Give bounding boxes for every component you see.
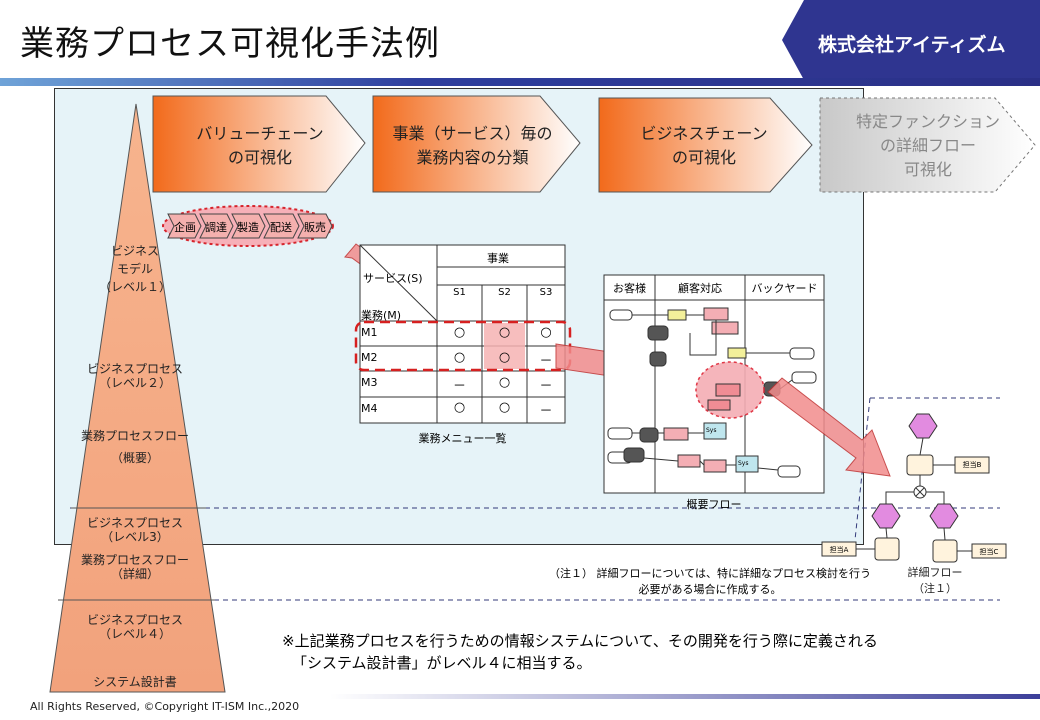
matrix-cell: － [539,379,553,394]
matrix-row-m3: M3 [361,376,378,389]
pyramid-level4-doc: システム設計書 [93,675,177,689]
step-1-label: バリューチェーンの可視化 [196,124,324,167]
matrix-row-m4: M4 [361,402,378,415]
step-3-label: ビジネスチェーンの可視化 [640,124,768,167]
pyramid-level2: ビジネスプロセス（レベル２） [86,362,183,390]
matrix-cell: ○ [453,350,466,365]
step-2-label: 事業（サービス）毎の業務内容の分類 [392,124,553,167]
role-a: 担当A [829,546,849,554]
matrix-cell: ○ [540,325,552,340]
lane-support: 顧客対応 [678,282,722,295]
matrix-col-s3: S3 [539,287,553,298]
matrix-cell: － [539,404,553,419]
company-name: 株式会社アイティズム [818,34,1006,56]
step-chevron-3 [598,97,813,193]
role-c: 担当C [979,548,999,556]
matrix-header-task: 業務(M) [361,309,402,322]
role-b: 担当B [962,461,982,469]
vc-item-4: 配送 [270,221,292,234]
step-4-label: 特定ファンクションの詳細フロー可視化 [855,112,1000,179]
step-chevron-4 [819,97,1036,193]
header-divider [0,78,1040,86]
copyright: All Rights Reserved, ©Copyright IT-ISM I… [30,700,300,713]
step-chevron-1 [152,95,366,193]
matrix-cell: ○ [498,350,511,365]
matrix-col-s2: S2 [498,287,511,298]
note-1: （注１） 詳細フローについては、特に詳細なプロセス検討を行う必要がある場合に作成… [549,567,871,596]
detail-caption: 詳細フロー（注１） [907,566,963,595]
service-matrix [359,244,566,424]
vc-item-5: 販売 [304,221,326,234]
matrix-col-s1: S1 [453,287,466,298]
matrix-caption: 業務メニュー一覧 [418,432,507,445]
page-title: 業務プロセス可視化手法例 [20,24,440,64]
pyramid-level4: ビジネスプロセス（レベル４） [86,613,183,641]
note-2: ※上記業務プロセスを行うための情報システムについて、その開発を行う際に定義される… [282,632,878,672]
footer-divider [330,694,1040,699]
pyramid [49,103,226,693]
company-banner [782,0,1040,80]
lane-backyard: バックヤード [751,282,818,295]
vc-item-1: 企画 [174,221,196,234]
sys-label: Sys [706,427,717,434]
vc-item-2: 調達 [205,221,227,234]
sys-label: Sys [738,460,749,467]
matrix-row-m2: M2 [361,351,378,364]
matrix-cell: － [539,354,553,369]
matrix-cell: ○ [453,325,466,340]
matrix-cell: ○ [498,325,511,340]
arrow-flow-to-detail [767,377,891,477]
matrix-cell: － [452,379,466,394]
lane-customer: お客様 [613,282,646,295]
step-chevron-2 [372,95,581,193]
matrix-header-service: サービス(S) [363,272,423,285]
pyramid-level1: ビジネスモデル（レベル１） [98,244,171,294]
matrix-cell: ○ [498,375,511,390]
matrix-row-m1: M1 [361,326,378,339]
detail-flow [821,413,1007,563]
flow-caption: 概要フロー [686,498,742,511]
vc-item-3: 製造 [237,221,259,234]
matrix-cell: ○ [498,400,511,415]
matrix-header-business: 事業 [487,252,509,265]
pyramid-level3-flow: 業務プロセスフロー（詳細） [80,553,189,581]
pyramid-level3: ビジネスプロセス（レベル3） [86,516,183,544]
pyramid-level2-flow: 業務プロセスフロー（概要） [80,429,189,465]
matrix-cell: ○ [453,400,466,415]
value-chain [167,213,333,239]
